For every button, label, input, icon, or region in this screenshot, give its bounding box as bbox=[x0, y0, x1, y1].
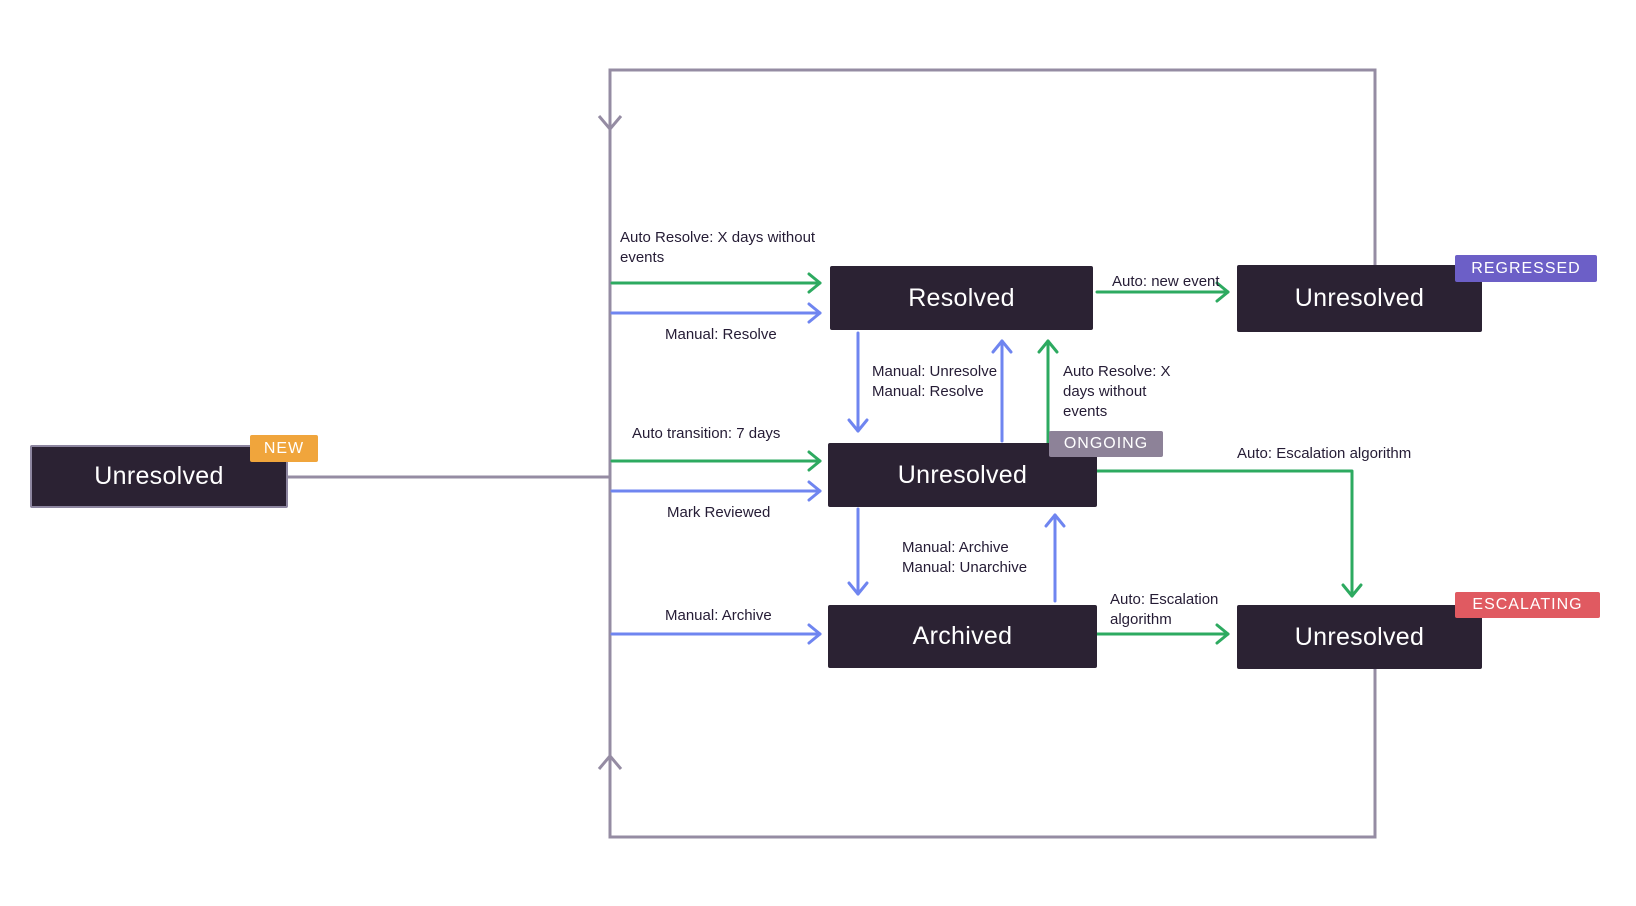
loop-connector bbox=[288, 68, 1377, 839]
transition-label-manual-archive-unarchive: Manual: Archive Manual: Unarchive bbox=[902, 539, 1028, 576]
transition-label-manual-resolve: Manual: Resolve bbox=[665, 326, 777, 343]
status-badge-escalating: ESCALATING bbox=[1455, 592, 1600, 618]
state-label: Unresolved bbox=[94, 462, 224, 490]
loop-chevron-down-icon bbox=[597, 115, 623, 132]
status-badge-regressed: REGRESSED bbox=[1455, 255, 1597, 282]
loop-chevron-up-icon bbox=[597, 753, 623, 770]
state-label: Unresolved bbox=[897, 460, 1028, 489]
state-box-unresolved-escalating: Unresolved bbox=[1237, 605, 1482, 669]
state-box-unresolved-new: Unresolved bbox=[30, 445, 288, 508]
state-label: Archived bbox=[912, 622, 1013, 650]
state-box-resolved: Resolved bbox=[830, 266, 1093, 330]
transition-label-auto-new-event: Auto: new event bbox=[1112, 273, 1220, 290]
state-box-unresolved-regressed: Unresolved bbox=[1237, 265, 1482, 332]
transition-label-auto-escalation-algorithm-archived: Auto: Escalation algorithm bbox=[1110, 591, 1219, 628]
state-label: Unresolved bbox=[1294, 284, 1425, 312]
transition-label-manual-archive: Manual: Archive bbox=[665, 607, 772, 624]
status-badge-new: NEW bbox=[250, 435, 318, 462]
arrow-auto-escalation-ongoing-to-escalating bbox=[1095, 469, 1363, 598]
transition-label-auto-escalation-algorithm: Auto: Escalation algorithm bbox=[1237, 445, 1412, 462]
state-label: Unresolved bbox=[1294, 622, 1425, 651]
status-badge-ongoing: ONGOING bbox=[1049, 431, 1163, 457]
transition-label-manual-unresolve-resolve: Manual: Unresolve Manual: Resolve bbox=[872, 363, 998, 400]
state-label: Resolved bbox=[908, 283, 1015, 312]
transition-label-auto-resolve-mid: Auto Resolve: X days without events bbox=[1063, 363, 1171, 420]
transition-label-mark-reviewed: Mark Reviewed bbox=[667, 504, 771, 521]
transition-label-auto-transition-7-days: Auto transition: 7 days bbox=[632, 425, 781, 442]
state-box-archived: Archived bbox=[828, 605, 1097, 668]
transition-label-auto-resolve: Auto Resolve: X days without events bbox=[620, 229, 816, 266]
